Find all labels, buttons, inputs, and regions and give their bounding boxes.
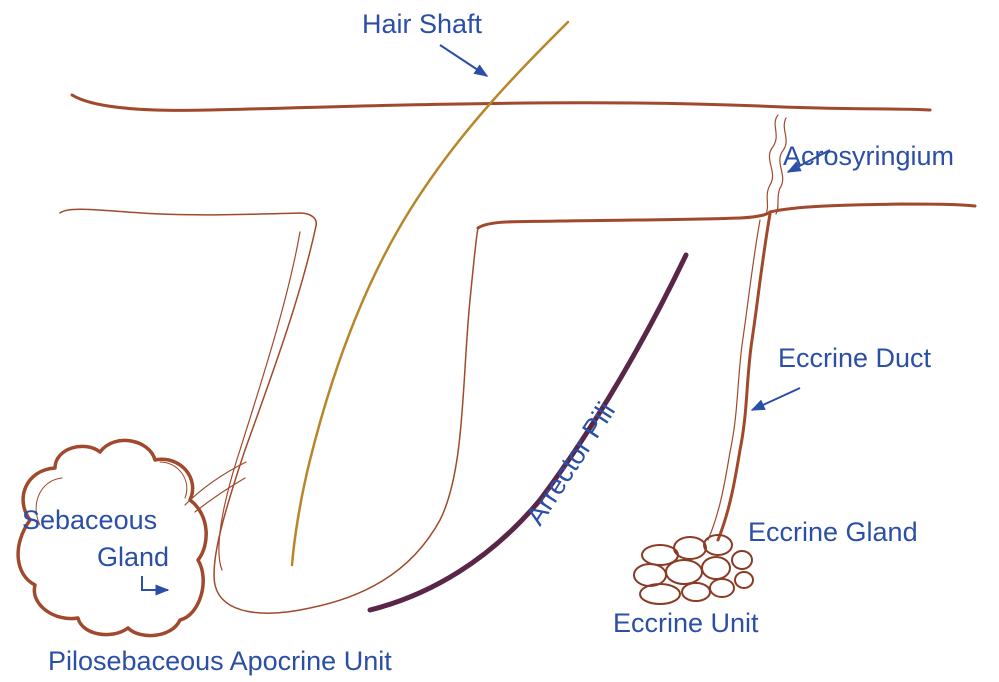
follicle-outer-wall [214, 226, 478, 613]
label-eccrine-unit: Eccrine Unit [613, 608, 759, 638]
eccrine-duct [718, 214, 770, 540]
dermal-junction-line-right [478, 212, 770, 228]
arrector-pili-muscle [370, 255, 686, 610]
dermal-junction-line-far-right [770, 204, 975, 212]
eccrine-duct-arrow [752, 388, 800, 410]
epidermis-surface-line [72, 95, 930, 110]
dermal-junction-line-left [60, 209, 316, 226]
eccrine-duct-inner [708, 220, 760, 540]
label-hair-shaft: Hair Shaft [362, 9, 483, 39]
label-acrosyringium: Acrosyringium [783, 141, 954, 171]
eccrine-gland-coil [634, 535, 753, 604]
label-eccrine-duct: Eccrine Duct [778, 343, 932, 373]
sebaceous-gland [18, 440, 206, 635]
label-eccrine-gland: Eccrine Gland [748, 517, 918, 547]
label-pilosebaceous-apocrine-unit: Pilosebaceous Apocrine Unit [48, 646, 392, 676]
label-sebaceous: Sebaceous [22, 505, 157, 535]
hair-shaft-arrow [440, 45, 487, 76]
label-arrector-pili: Arrector Pili [520, 397, 621, 530]
gland-pointer-arrow [142, 576, 168, 590]
follicle-inner-wall [219, 232, 300, 570]
label-gland: Gland [97, 542, 169, 572]
